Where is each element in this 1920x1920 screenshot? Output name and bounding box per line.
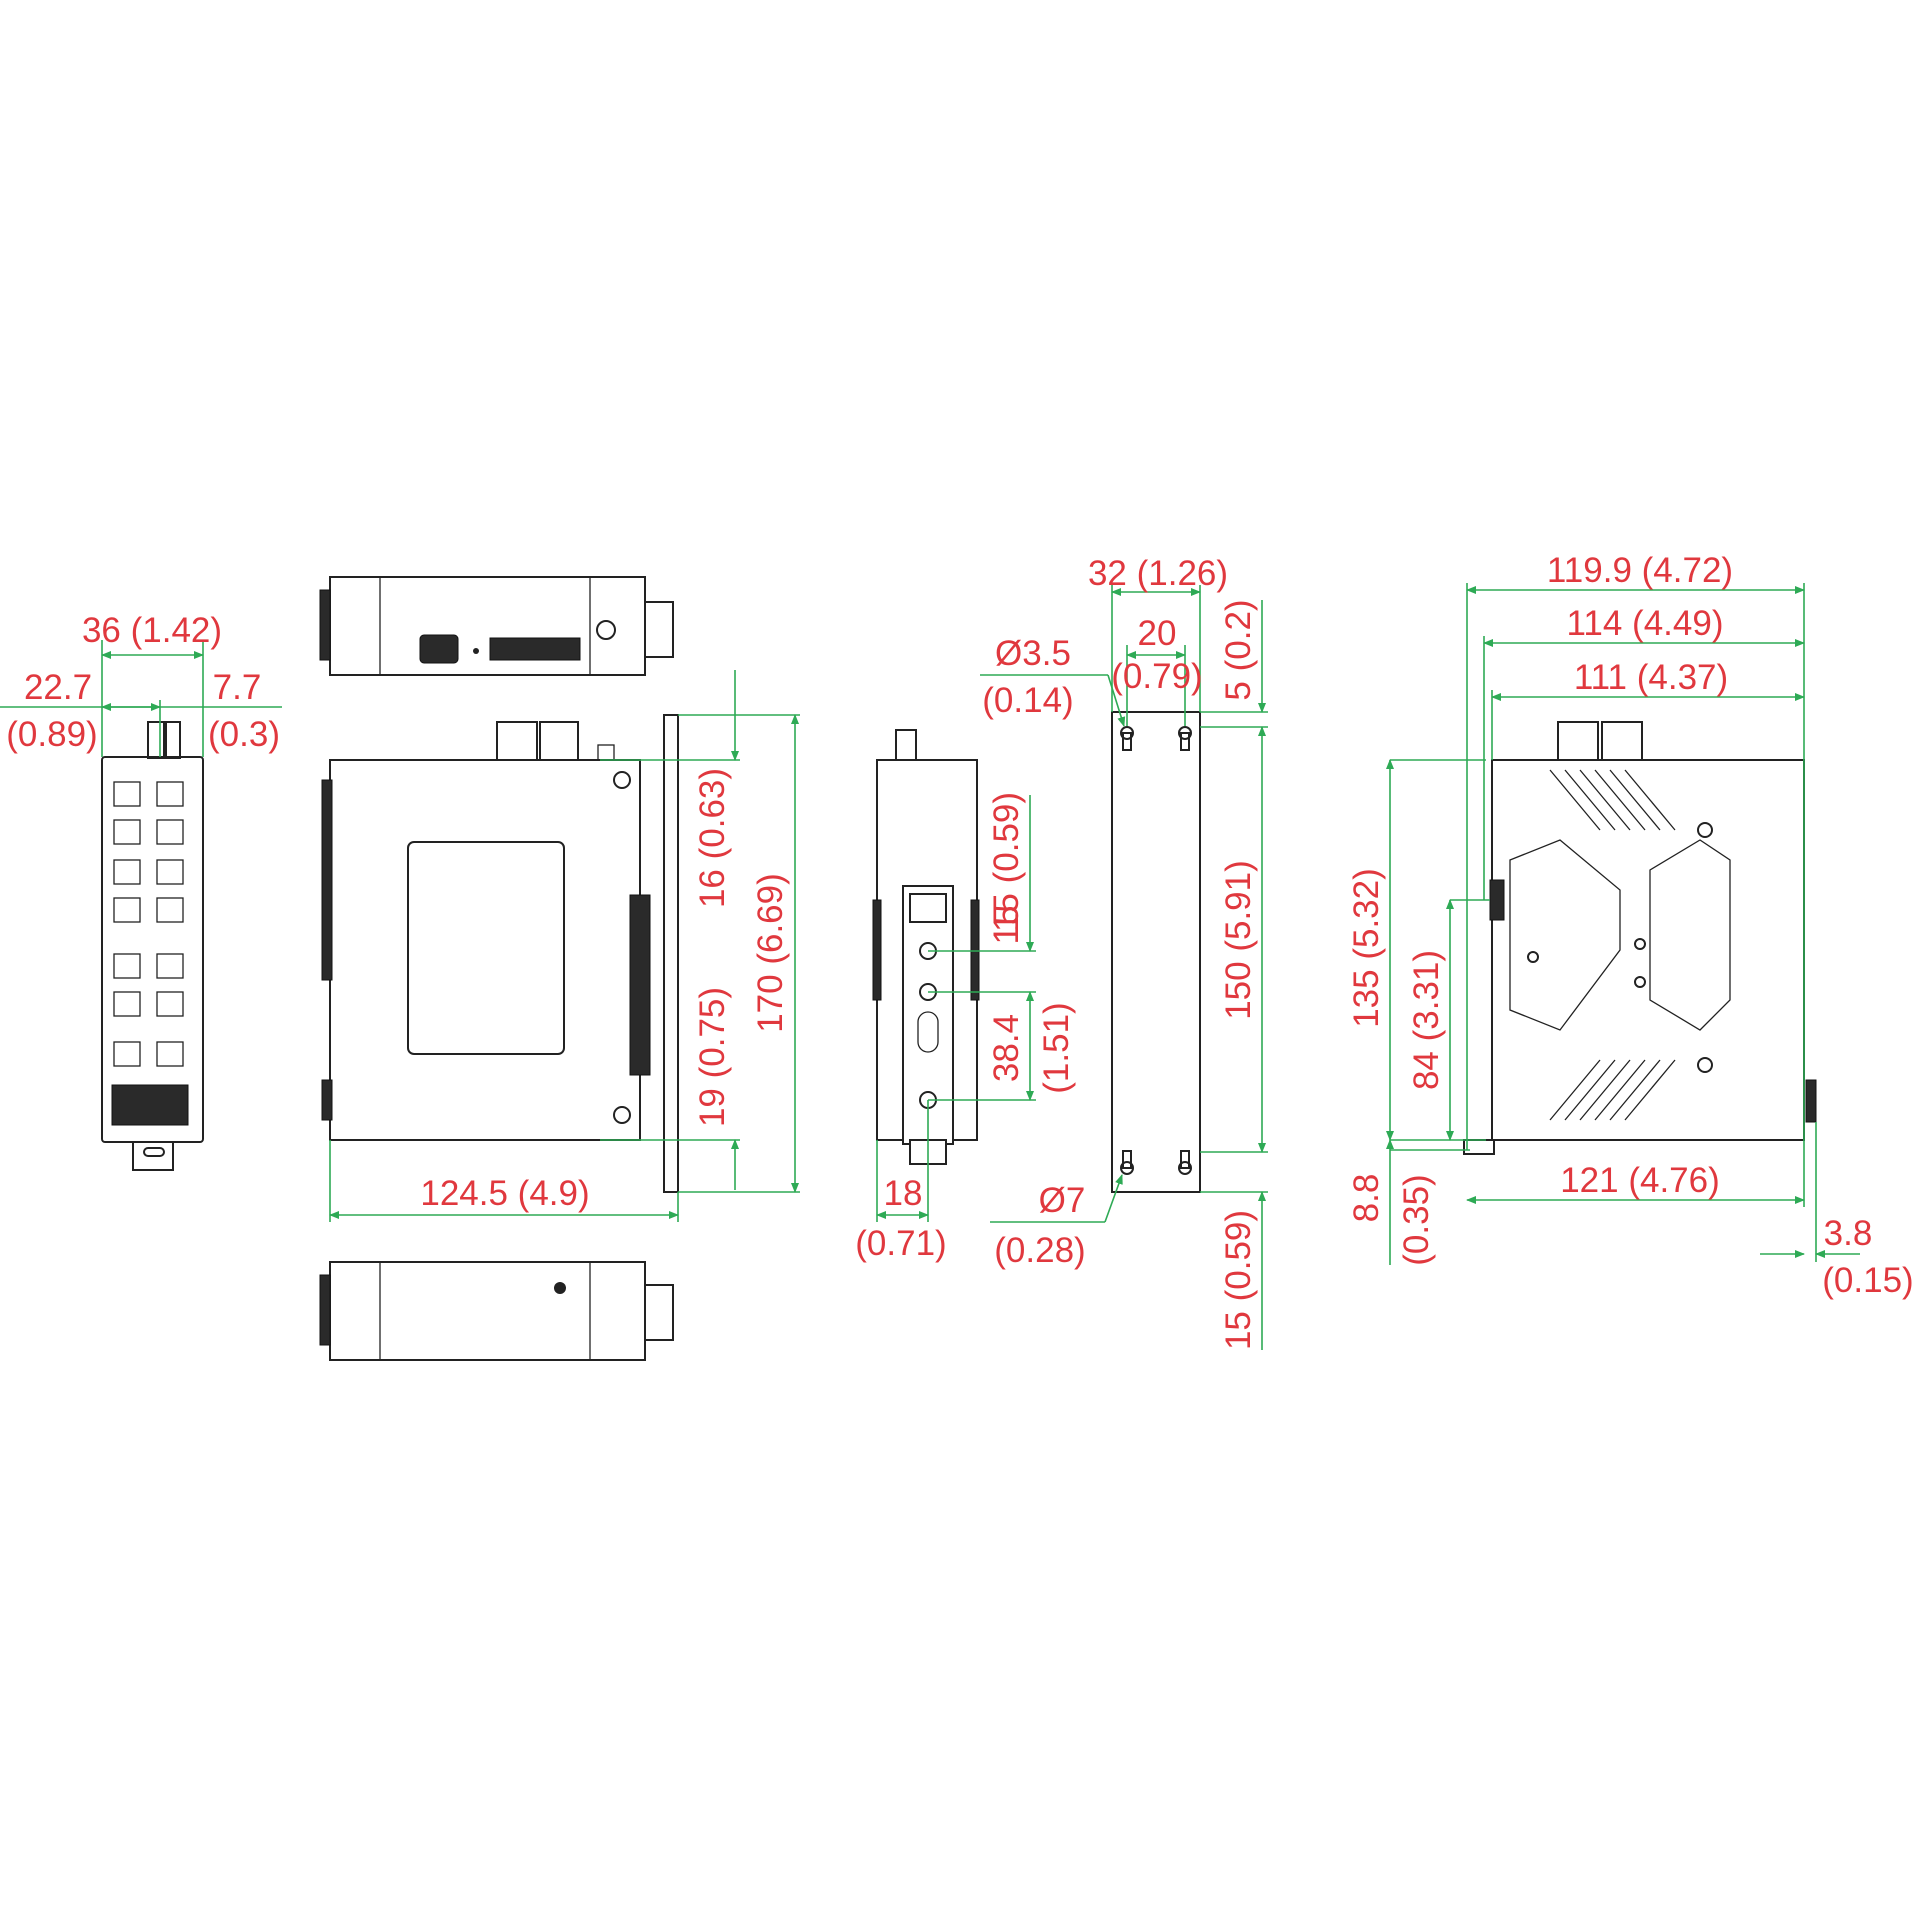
dim-front-right-offset-in: (0.3) — [208, 715, 280, 754]
rear-view — [872, 729, 980, 1165]
dim-panel-top-offset: 5 (0.2) — [1219, 599, 1258, 700]
dim-panel-hole-spacing-mm: 20 — [1138, 614, 1177, 653]
keyhole-top-right — [1178, 726, 1192, 751]
dim-din-base-depth: 121 (4.76) — [1560, 1161, 1720, 1200]
dim-rear-hole-lower-mm: 38.4 — [987, 1014, 1026, 1082]
dim-front-left-offset-mm: 22.7 — [24, 668, 92, 707]
dim-din-height: 135 (5.32) — [1347, 868, 1386, 1028]
dim-panel-large-hole-mm: Ø7 — [1039, 1181, 1086, 1220]
keyhole-bottom-left — [1120, 1150, 1134, 1175]
dim-din-rail-offset-in: (0.35) — [1397, 1174, 1436, 1265]
side-view — [321, 714, 679, 1193]
heat-sink-fins — [1549, 769, 1676, 1121]
dim-din-total-depth: 119.9 (4.72) — [1547, 551, 1733, 590]
rj45-port-grid — [111, 781, 189, 1126]
dim-din-rail-offset-mm: 8.8 — [1347, 1174, 1386, 1223]
front-view — [101, 721, 204, 1171]
panel-mount-plate — [1111, 711, 1201, 1193]
dim-side-top-offset: 16 (0.63) — [693, 768, 732, 908]
dim-side-height: 170 (6.69) — [751, 873, 790, 1033]
dim-din-clip-mm: 3.8 — [1824, 1214, 1873, 1253]
dim-din-clip-in: (0.15) — [1822, 1261, 1913, 1300]
dim-panel-hole-height: 150 (5.91) — [1219, 860, 1258, 1020]
dim-panel-small-hole-in: (0.14) — [982, 681, 1073, 720]
keyhole-top-left — [1120, 726, 1134, 751]
dim-panel-width: 32 (1.26) — [1088, 554, 1228, 593]
dim-panel-hole-spacing-in: (0.79) — [1111, 657, 1202, 696]
dim-panel-small-hole-mm: Ø3.5 — [995, 634, 1071, 673]
dim-panel-bottom-offset: 15 (0.59) — [1219, 1210, 1258, 1350]
dim-rear-hole-mid: 15 — [987, 906, 1026, 945]
dim-din-depth-c: 111 (4.37) — [1574, 658, 1728, 697]
dimension-lines — [0, 583, 1860, 1350]
top-view — [319, 576, 674, 676]
dim-front-total-width: 36 (1.42) — [82, 611, 222, 650]
din-rail-view — [1463, 721, 1817, 1155]
dim-front-left-offset-in: (0.89) — [6, 715, 97, 754]
dim-rear-hole-top: 15 (0.59) — [987, 792, 1026, 932]
dim-din-rail-height: 84 (3.31) — [1407, 950, 1446, 1090]
dim-rear-width-mm: 18 — [884, 1174, 923, 1213]
dim-side-bottom-offset: 19 (0.75) — [693, 987, 732, 1127]
dim-front-right-offset-mm: 7.7 — [213, 668, 262, 707]
dim-din-depth-b: 114 (4.49) — [1567, 604, 1724, 643]
dim-side-depth: 124.5 (4.9) — [420, 1174, 589, 1213]
dim-panel-large-hole-in: (0.28) — [994, 1231, 1085, 1270]
keyhole-bottom-right — [1178, 1150, 1192, 1175]
bottom-view — [319, 1261, 674, 1361]
dim-rear-hole-lower-in: (1.51) — [1037, 1002, 1076, 1093]
dim-rear-width-in: (0.71) — [855, 1224, 946, 1263]
dimension-labels: 36 (1.42) 22.7 (0.89) 7.7 (0.3) 124.5 (4… — [6, 551, 1913, 1350]
